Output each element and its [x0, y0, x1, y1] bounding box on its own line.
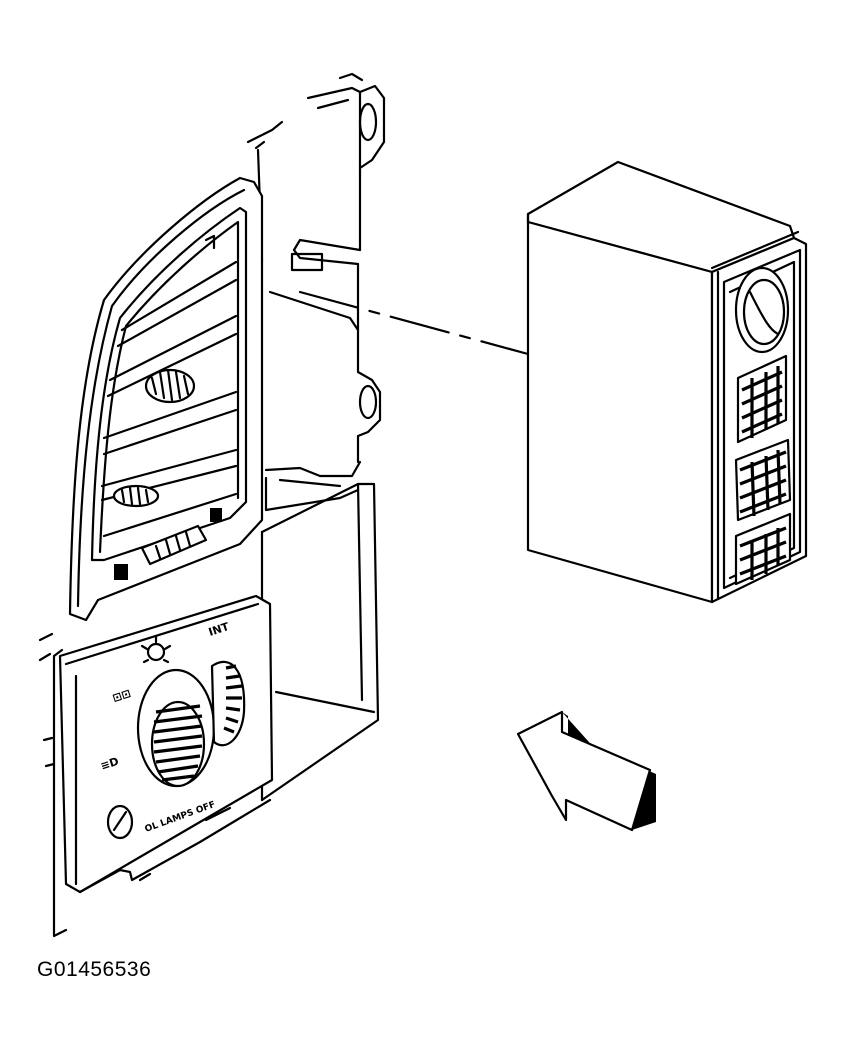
switch-module: [526, 160, 808, 604]
vent-thumbwheel-icon[interactable]: [144, 368, 196, 404]
air-vent-bezel: [68, 176, 264, 622]
module-grille-lower-icon: [734, 512, 792, 586]
module-knob-icon[interactable]: [734, 266, 790, 354]
vent-slider-icon[interactable]: [140, 524, 208, 566]
switch-left-bottom-label: ≡D: [99, 755, 120, 773]
direction-arrow-icon: [516, 710, 656, 832]
figure-reference-code: G01456536: [37, 958, 152, 981]
switch-housing: [260, 482, 380, 802]
dimmer-label: INT: [207, 620, 231, 639]
module-grille-upper-icon: [736, 354, 788, 444]
vent-off-mark-icon: [114, 564, 128, 580]
dash-bracket: [246, 72, 386, 512]
headlamp-symbol-icon: [140, 634, 172, 664]
switch-left-top-label: ⊡⊡: [111, 687, 133, 705]
vent-damper-wheel-icon[interactable]: [112, 484, 160, 508]
vent-on-mark-icon: [210, 508, 222, 522]
module-grille-middle-icon: [734, 438, 792, 522]
dimmer-wheel[interactable]: [210, 660, 246, 747]
headlamp-knob[interactable]: [136, 668, 216, 788]
headlamp-switch-panel: INT ⊡⊡ ≡D OL LAMPS OFF: [38, 594, 274, 938]
leader-line: [298, 290, 530, 356]
